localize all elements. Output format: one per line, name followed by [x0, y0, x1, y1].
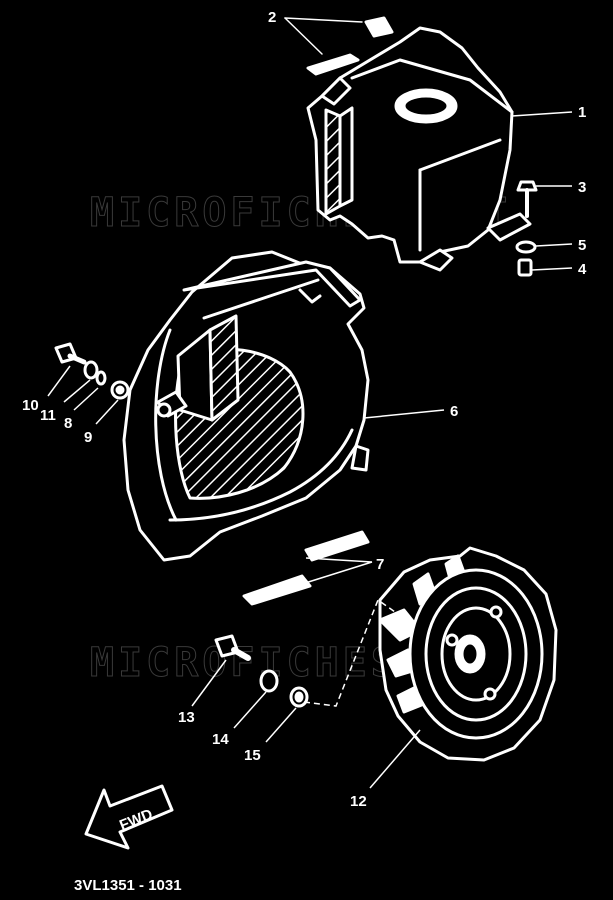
callout-15: 15 [244, 747, 261, 764]
screw-part-3 [516, 180, 538, 218]
forward-arrow-icon [84, 784, 174, 850]
callout-10: 10 [22, 397, 39, 414]
callout-labels: 1 2 3 4 5 6 7 8 9 10 11 12 13 14 15 [22, 9, 587, 810]
callout-13: 13 [178, 709, 195, 726]
flywheel-part-12 [378, 546, 558, 762]
grommet-part-9 [110, 380, 130, 400]
callout-11: 11 [40, 407, 56, 424]
callout-2: 2 [268, 9, 276, 26]
callout-6: 6 [450, 403, 458, 420]
collar-part-8 [95, 370, 107, 386]
callout-8: 8 [64, 415, 72, 432]
callout-3: 3 [578, 179, 586, 196]
air-shroud-part-1 [306, 26, 532, 272]
leader-lines [47, 111, 573, 789]
callout-1: 1 [578, 104, 586, 121]
rubber-strips-part-7 [242, 530, 370, 606]
callout-4: 4 [578, 261, 587, 278]
callout-12: 12 [350, 793, 367, 810]
bolt-part-13 [214, 634, 251, 661]
bolt-part-10 [54, 342, 87, 365]
diagram-code: 3VL1351 - 1031 [74, 877, 182, 894]
callout-7: 7 [376, 556, 384, 573]
callout-14: 14 [212, 731, 229, 748]
rubber-strips-part-2 [284, 16, 394, 76]
collar-part-15 [289, 686, 309, 708]
washer-part-11 [83, 360, 99, 380]
callout-5: 5 [578, 237, 586, 254]
washer-part-5 [515, 240, 537, 254]
collar-part-4 [517, 258, 533, 277]
washer-part-14 [259, 669, 279, 693]
flywheel-shroud-part-6 [122, 250, 370, 562]
callout-9: 9 [84, 429, 92, 446]
